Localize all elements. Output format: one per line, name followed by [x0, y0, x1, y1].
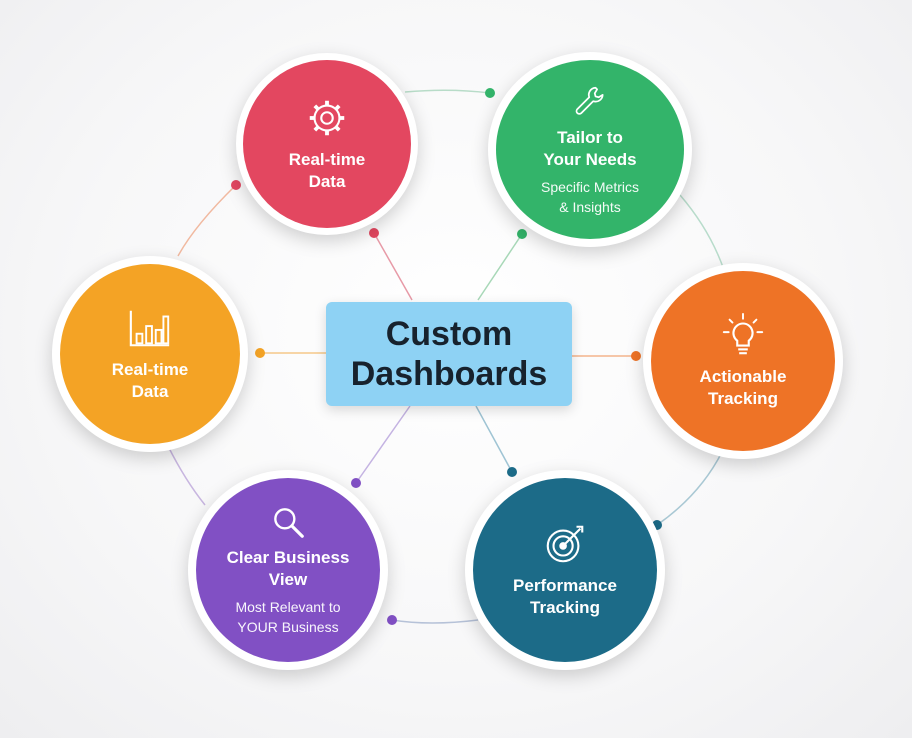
connector-dot — [517, 229, 527, 239]
center-title-line-1: Custom — [385, 315, 513, 353]
node-title-line: Tracking — [530, 598, 600, 617]
node-subtitle: Most Relevant to YOUR Business — [235, 597, 340, 637]
connector-dot — [255, 348, 265, 358]
wrench-icon — [575, 86, 604, 115]
connector-dot — [507, 467, 517, 477]
connector-spoke-top-right — [477, 233, 523, 301]
node-title-line: Data — [131, 382, 169, 401]
connector-spoke-bottom-left — [355, 405, 411, 484]
connector-left-top-arc — [177, 184, 237, 257]
node-top-left: Real-time Data — [236, 53, 418, 235]
node-right-disc: Actionable Tracking — [651, 271, 835, 451]
node-title: Real-time Data — [289, 149, 366, 193]
node-title: Tailor to Your Needs — [543, 127, 636, 171]
bar-chart-icon — [129, 310, 170, 347]
node-title-line: Performance — [513, 576, 617, 595]
node-title: Clear Business View — [227, 547, 350, 591]
node-title-line: Data — [308, 172, 346, 191]
magnifier-icon — [274, 508, 304, 538]
node-bottom-right-disc: Performance Tracking — [473, 478, 657, 662]
connector-dot — [231, 180, 241, 190]
connector-bottom-arc — [391, 619, 479, 624]
connector-top-arc — [404, 89, 491, 94]
node-title-line: Tracking — [708, 389, 778, 408]
node-subtitle-line: Most Relevant to — [235, 599, 341, 615]
gear-icon — [309, 100, 345, 136]
center-hub: Custom Dashboards — [326, 302, 572, 406]
node-left-disc: Real-time Data — [60, 264, 240, 444]
node-top-right: Tailor to Your Needs Specific Metrics & … — [488, 52, 692, 247]
node-bottom-right: Performance Tracking — [465, 470, 665, 670]
connector-dot — [485, 88, 495, 98]
node-subtitle-line: YOUR Business — [237, 619, 339, 635]
center-title-line-2: Dashboards — [350, 355, 548, 393]
lightbulb-icon — [722, 312, 764, 355]
node-title-line: View — [268, 570, 308, 589]
connector-dot — [631, 351, 641, 361]
connector-dot — [387, 615, 397, 625]
connector-right-bottom-arc — [656, 451, 723, 526]
node-top-left-disc: Real-time Data — [243, 60, 411, 228]
node-bottom-left-disc: Clear Business View Most Relevant to YOU… — [196, 478, 380, 662]
node-right: Actionable Tracking — [643, 263, 843, 459]
node-title: Performance Tracking — [513, 575, 617, 619]
node-top-right-disc: Tailor to Your Needs Specific Metrics & … — [496, 60, 684, 239]
node-title-line: Real-time — [111, 360, 189, 379]
node-title-line: Real-time — [288, 150, 366, 169]
node-subtitle: Specific Metrics & Insights — [541, 177, 639, 217]
connector-spoke-bottom-right — [475, 405, 513, 473]
node-title-line: Actionable — [699, 367, 787, 386]
target-icon — [546, 525, 584, 563]
connector-dot — [351, 478, 361, 488]
connector-left-bottom-arc — [167, 445, 206, 506]
node-subtitle-line: Specific Metrics — [540, 178, 640, 195]
node-title-line: Tailor to — [557, 127, 623, 147]
node-bottom-left: Clear Business View Most Relevant to YOU… — [188, 470, 388, 670]
node-subtitle-line: & Insights — [559, 198, 621, 215]
node-title-line: Your Needs — [543, 149, 637, 169]
node-title: Real-time Data — [112, 359, 189, 403]
node-title: Actionable Tracking — [700, 366, 787, 410]
connector-right-top-arc — [679, 194, 725, 271]
connector-dot — [369, 228, 379, 238]
node-left: Real-time Data — [52, 256, 248, 452]
connector-spoke-top-left — [373, 232, 413, 301]
node-title-line: Clear Business — [226, 548, 350, 567]
